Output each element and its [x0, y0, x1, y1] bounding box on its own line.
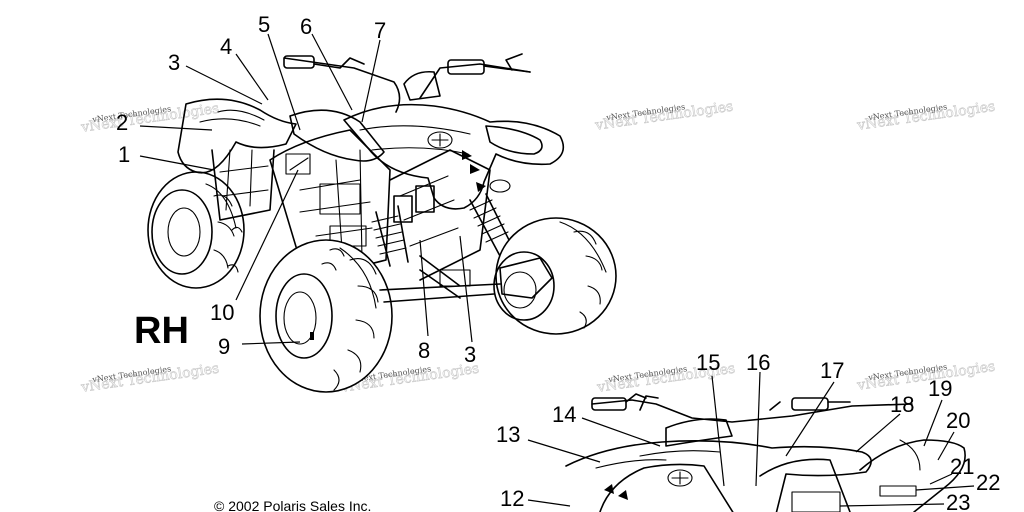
callout-10: 10 — [210, 300, 234, 325]
callout-2: 2 — [116, 110, 128, 135]
watermark: vNext Technologies vNext Technologies — [79, 100, 221, 136]
yamaha-emblem — [427, 131, 453, 149]
callout-19: 19 — [928, 376, 952, 401]
callout-17: 17 — [820, 358, 844, 383]
callouts: 1 2 3 4 5 6 7 10 9 8 3 12 13 14 15 16 17… — [116, 12, 1000, 512]
callout-3-lower: 3 — [464, 342, 476, 367]
callout-20: 20 — [946, 408, 970, 433]
handlebars-front — [591, 393, 913, 447]
callout-1: 1 — [118, 142, 130, 167]
callout-3-upper: 3 — [168, 50, 180, 75]
callout-14: 14 — [552, 402, 576, 427]
callout-12: 12 — [500, 486, 524, 511]
front-wheel-left — [259, 239, 393, 393]
decal-23 — [791, 491, 841, 512]
callout-13: 13 — [496, 422, 520, 447]
front-fenders-hood — [289, 103, 565, 210]
front-wheel-right — [493, 217, 617, 335]
lower-frame — [379, 255, 501, 303]
atv-right-side-view — [147, 53, 617, 393]
leader-lines — [139, 33, 975, 507]
callout-22: 22 — [976, 470, 1000, 495]
side-label-rh: RH — [134, 310, 189, 352]
watermark: vNext Technologies vNext Technologies — [855, 98, 997, 134]
callout-16: 16 — [746, 350, 770, 375]
copyright-notice: © 2002 Polaris Sales Inc. — [214, 498, 371, 512]
callout-7: 7 — [374, 18, 386, 43]
rear-wheel — [147, 171, 245, 289]
callout-8: 8 — [418, 338, 430, 363]
callout-6: 6 — [300, 14, 312, 39]
yamaha-emblem-front — [667, 469, 693, 487]
watermark: vNext Technologies vNext Technologies — [855, 358, 997, 394]
callout-21: 21 — [950, 454, 974, 479]
callout-15: 15 — [696, 350, 720, 375]
callout-5: 5 — [258, 12, 270, 37]
decal-10 — [285, 153, 311, 175]
callout-4: 4 — [220, 34, 232, 59]
watermark: vNext Technologies vNext Technologies — [79, 360, 221, 396]
hood-front — [565, 440, 872, 512]
handlebars — [283, 53, 531, 113]
shock-absorbers — [371, 193, 515, 267]
callout-9: 9 — [218, 334, 230, 359]
atv-front-view — [565, 393, 966, 512]
fender-front-right — [859, 439, 966, 512]
callout-18: 18 — [890, 392, 914, 417]
rear-fender-seat — [177, 98, 311, 221]
watermark: vNext Technologies vNext Technologies — [593, 98, 735, 134]
callout-23: 23 — [946, 490, 970, 512]
